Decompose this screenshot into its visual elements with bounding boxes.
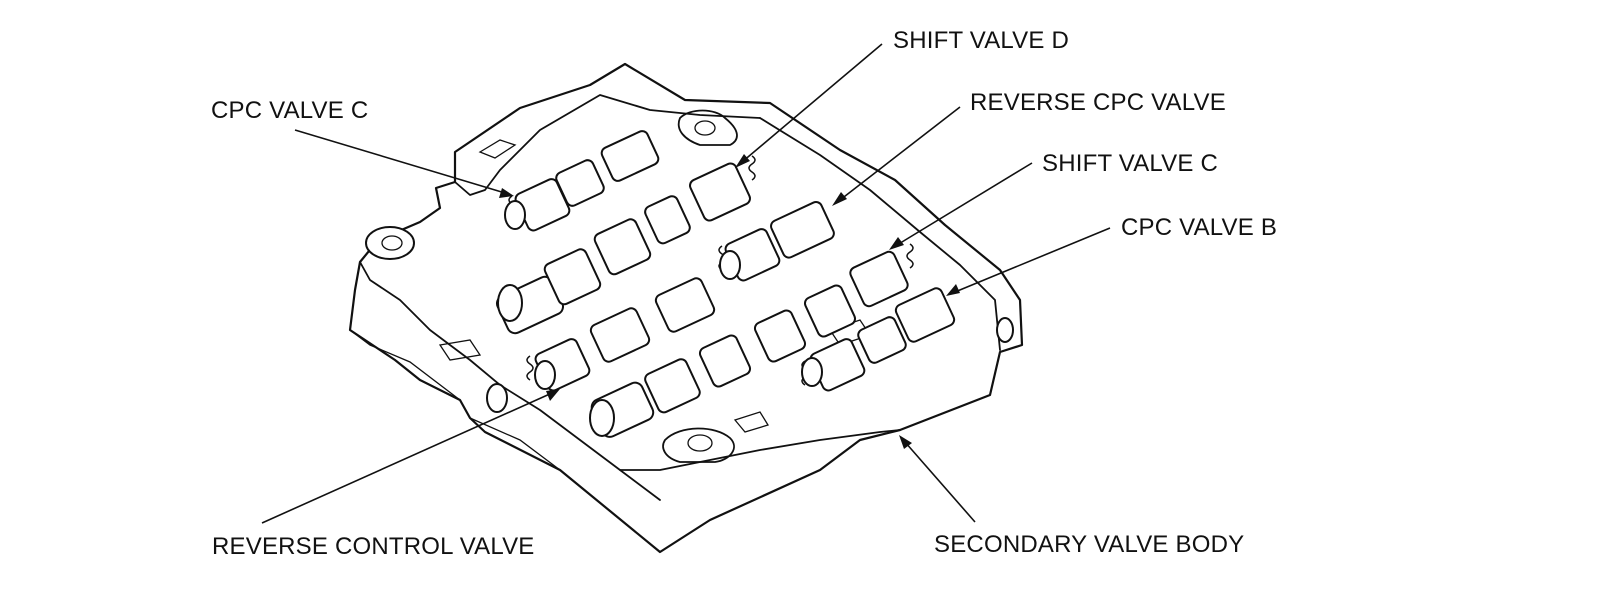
label-reverse-cpc-valve: REVERSE CPC VALVE [970, 89, 1226, 116]
left-boss [365, 226, 415, 260]
top-boss [677, 109, 738, 146]
casting-right-rim [759, 117, 1001, 351]
left-side-hole [486, 383, 508, 413]
slot-a [478, 139, 517, 159]
casting-top-edge [454, 94, 761, 196]
label-secondary-valve-body: SECONDARY VALVE BODY [934, 531, 1245, 558]
bottom-boss-hole [687, 434, 713, 452]
right-side-hole [996, 317, 1014, 343]
leader-reverse-control-valve [261, 392, 553, 524]
leader-shift-valve-c [896, 162, 1033, 246]
label-shift-valve-d: SHIFT VALVE D [893, 27, 1069, 54]
shift-valve-d-spool [495, 155, 756, 335]
left-boss-hole [381, 235, 403, 251]
reverse-control-valve-spool [526, 277, 716, 392]
casting-left-rim [359, 261, 661, 501]
bottom-boss [662, 427, 735, 463]
reverse-cpc-valve-spool [718, 201, 835, 282]
casting-lower-step [619, 429, 901, 471]
label-cpc-valve-c: CPC VALVE C [211, 97, 369, 124]
leader-shift-valve-d [741, 43, 883, 163]
valve-spools [495, 130, 956, 438]
label-reverse-control-valve: REVERSE CONTROL VALVE [212, 533, 535, 560]
leader-lines [261, 43, 1111, 524]
casting-lower-face [349, 329, 561, 471]
slot-b [438, 339, 482, 361]
leader-cpc-valve-c [294, 129, 506, 194]
shift-valve-c-spool [589, 243, 914, 438]
leader-cpc-valve-b [954, 227, 1111, 293]
top-boss-hole [694, 120, 716, 136]
leader-reverse-cpc-valve [839, 106, 961, 201]
label-shift-valve-c: SHIFT VALVE C [1042, 150, 1218, 177]
label-cpc-valve-b: CPC VALVE B [1121, 214, 1278, 241]
cpc-valve-c-spool [504, 130, 660, 232]
cpc-valve-b-spool [801, 287, 956, 392]
slot-d [733, 411, 769, 433]
leader-secondary-valve-body [904, 441, 976, 523]
